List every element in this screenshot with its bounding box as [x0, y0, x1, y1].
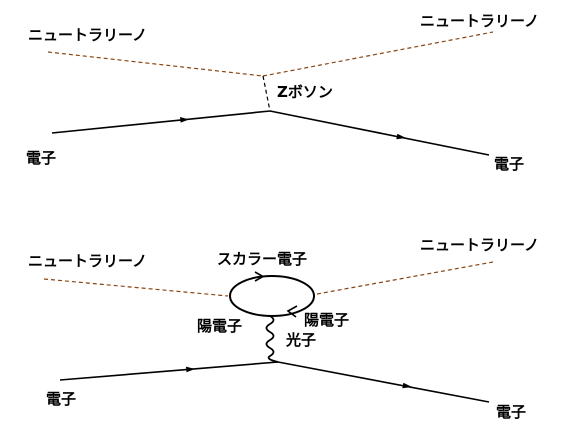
photon-line: [265, 315, 279, 363]
loop-arrow-top: [254, 271, 265, 282]
z-boson-label: Zボソン: [277, 83, 333, 101]
top-electron-out-label: 電子: [494, 155, 524, 173]
bottom-electron-out-arrow: [402, 382, 412, 389]
bottom-neutrino-out-label: ニュートラリーノ: [420, 236, 539, 254]
top-electron-in-arrow: [180, 117, 189, 123]
top-electron-out-arrow: [396, 133, 406, 140]
bottom-neutrino-in-label: ニュートラリーノ: [28, 252, 147, 270]
top-neutrino-in-line: [47, 51, 264, 77]
z-boson-line: [262, 75, 271, 112]
top-electron-out-line: [269, 110, 490, 156]
bottom-electron-in-label: 電子: [46, 390, 76, 408]
scalar-electron-loop: [229, 275, 315, 317]
bottom-electron-in-line: [59, 361, 279, 381]
positron-right-label: 陽電子: [304, 311, 349, 329]
top-neutrino-in-label: ニュートラリーノ: [28, 26, 147, 44]
top-diagram: ニュートラリーノ ニュートラリーノ Zボソン 電子 電子: [26, 12, 539, 173]
top-neutrino-out-label: ニュートラリーノ: [420, 12, 539, 30]
scalar-electron-label: スカラー電子: [217, 250, 307, 268]
bottom-neutrino-out-line: [316, 261, 494, 295]
top-electron-in-label: 電子: [26, 149, 56, 167]
photon-label: 光子: [285, 331, 316, 349]
top-electron-in-line: [51, 110, 271, 134]
bottom-neutrino-in-line: [43, 278, 229, 297]
bottom-diagram: ニュートラリーノ ニュートラリーノ スカラー電子 陽電子 陽電子 光子 電子 電…: [28, 236, 539, 421]
bottom-electron-in-arrow: [186, 366, 195, 373]
bottom-electron-out-label: 電子: [496, 403, 526, 421]
positron-left-label: 陽電子: [197, 317, 242, 335]
loop-arrow-bottom: [286, 305, 298, 318]
top-neutrino-out-line: [262, 31, 494, 77]
bottom-electron-out-line: [277, 361, 490, 403]
